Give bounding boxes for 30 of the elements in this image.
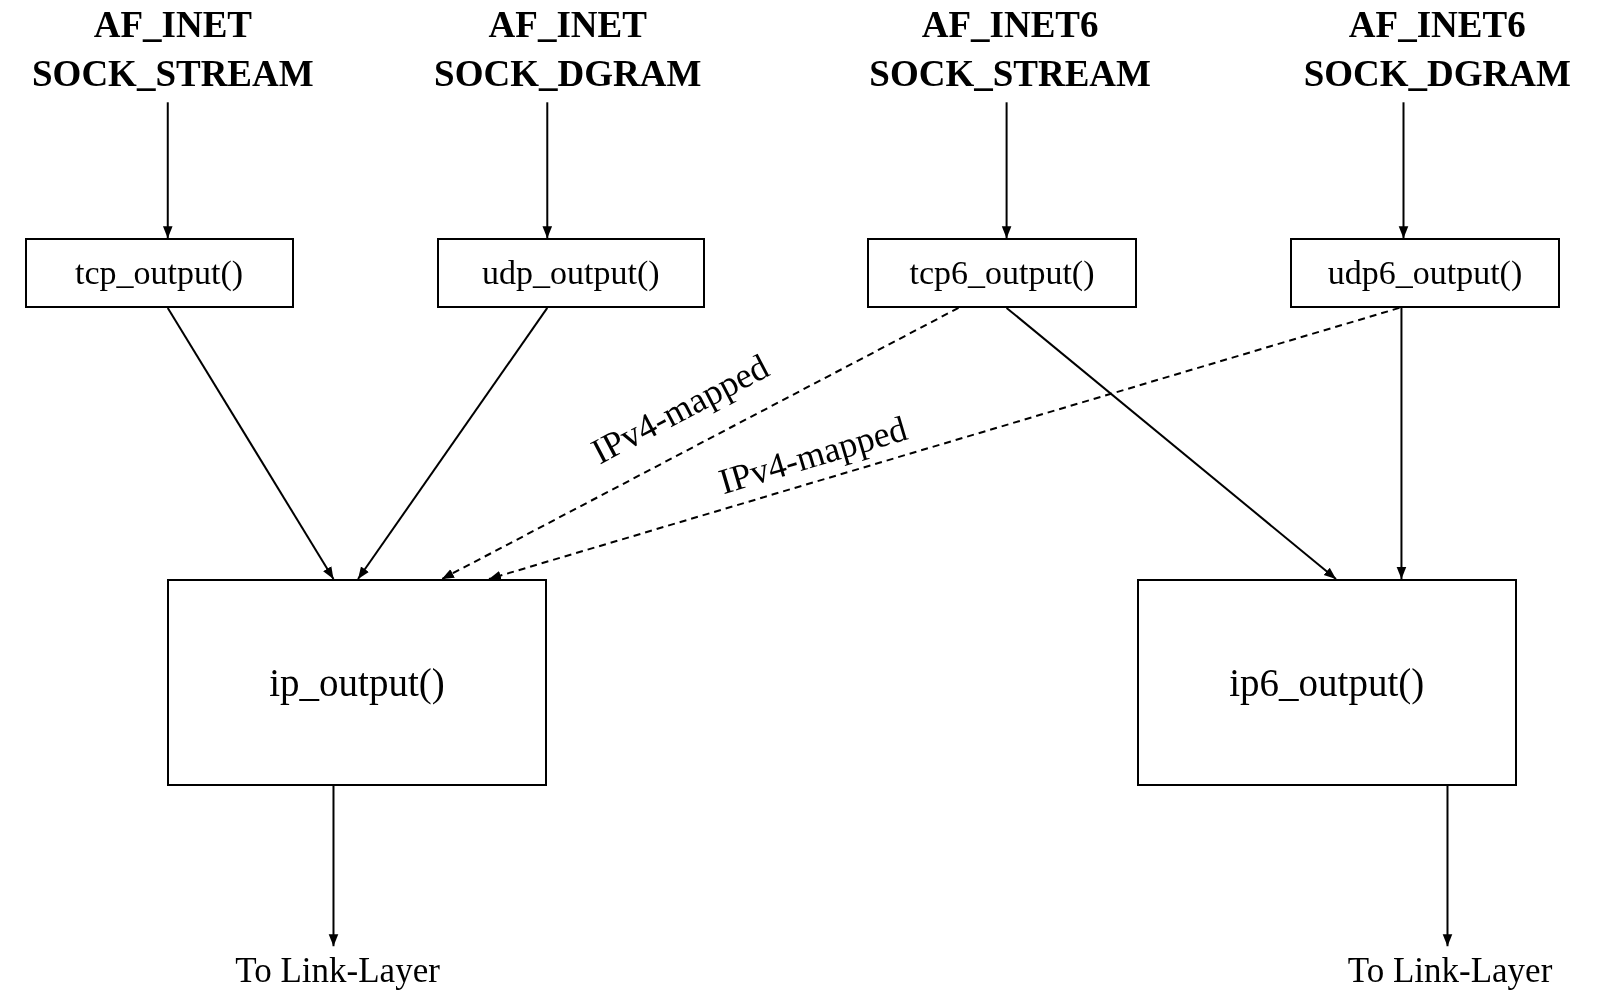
socket-type-label: AF_INET SOCK_DGRAM (409, 0, 727, 103)
dashed-arrow (440, 306, 960, 580)
arrow (1005, 306, 1337, 580)
dashed-arrow (487, 306, 1401, 581)
process-box (436, 238, 705, 308)
function-name: tcp6_output() (909, 254, 1095, 293)
process-box (1289, 238, 1560, 308)
socket-type-label: AF_INET6 SOCK_STREAM (843, 0, 1177, 103)
arrow (1396, 306, 1407, 580)
process-box (24, 238, 294, 308)
arrow (328, 784, 339, 948)
function-name: tcp_output() (75, 254, 244, 293)
function-name: udp6_output() (1327, 254, 1523, 293)
function-name: ip6_output() (1229, 659, 1425, 705)
arrow (166, 306, 335, 580)
arrow (1001, 101, 1012, 240)
destination-label: To Link-Layer (204, 946, 471, 995)
function-name: udp_output() (482, 254, 660, 293)
process-box (166, 579, 548, 786)
arrow (542, 101, 553, 240)
socket-type-label: AF_INET6 SOCK_DGRAM (1278, 0, 1596, 103)
arrow (357, 306, 549, 580)
arrow (1442, 784, 1453, 948)
process-box (1136, 579, 1518, 786)
function-name: ip_output() (269, 659, 445, 705)
arrow (1398, 101, 1409, 240)
arrow (162, 101, 173, 240)
socket-type-label: AF_INET SOCK_STREAM (8, 0, 338, 103)
process-box (867, 238, 1137, 308)
destination-label: To Link-Layer (1319, 946, 1581, 995)
